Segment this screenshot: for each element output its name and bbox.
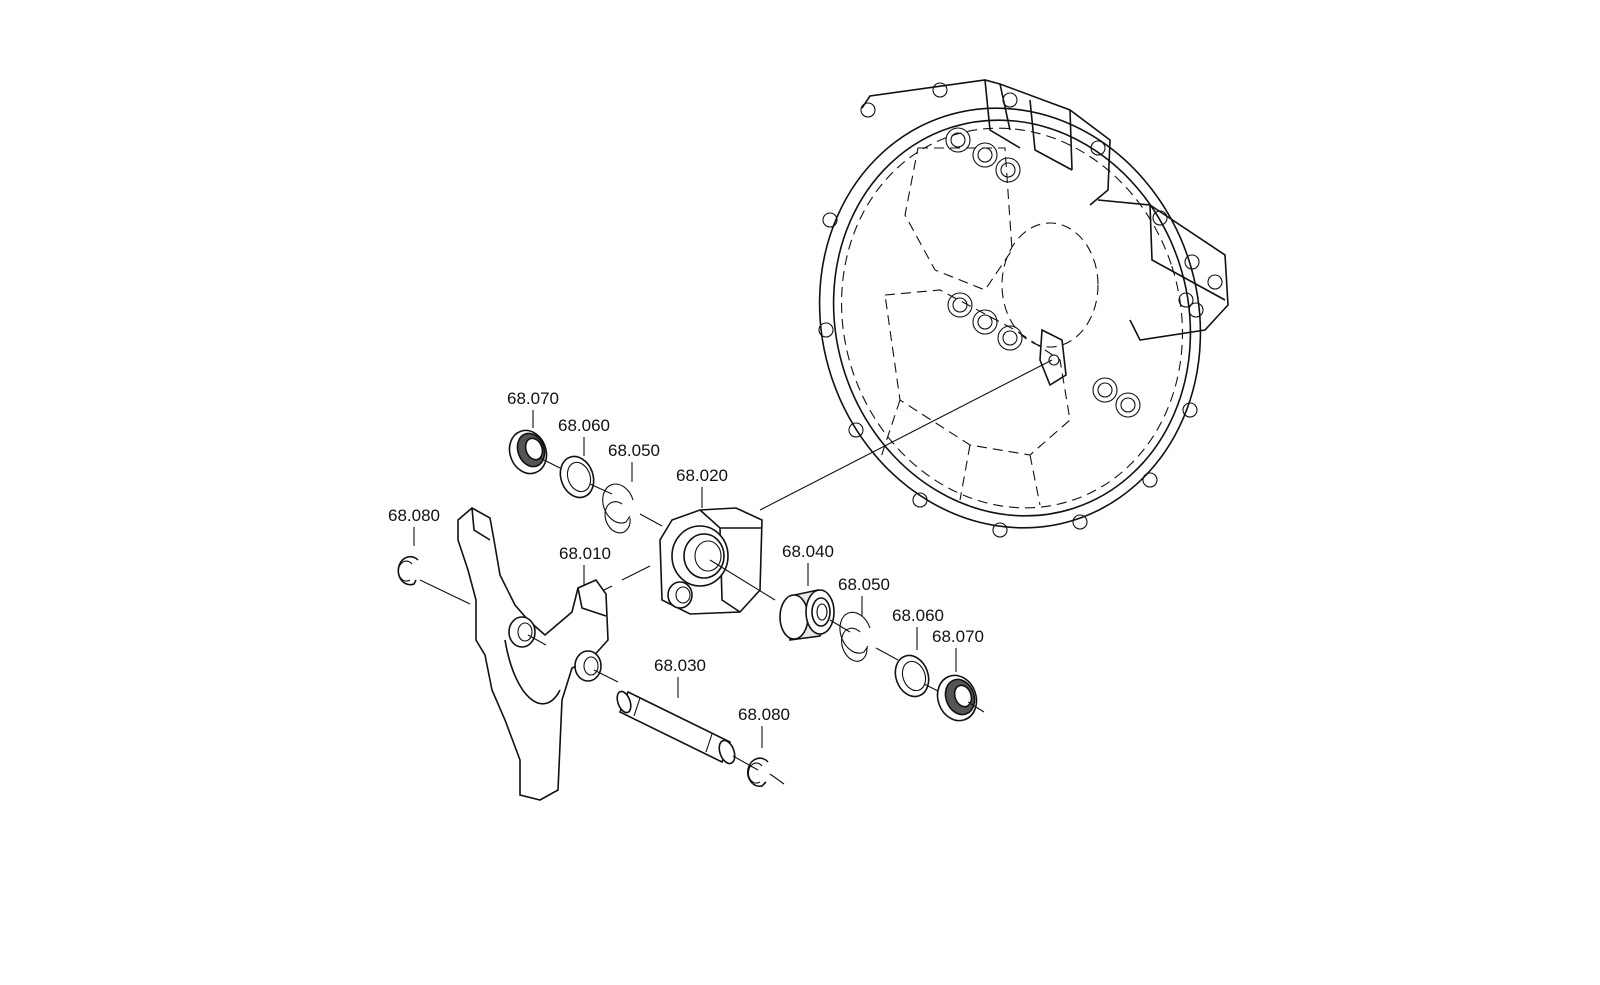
washer-68-060-upper: [559, 455, 613, 499]
circlip-68-050-upper: [602, 483, 663, 534]
callout-68-040: 68.040: [782, 542, 834, 561]
callout-68-080-right: 68.080: [738, 705, 790, 724]
bearing-block-68-020: [659, 507, 776, 615]
assembly-axis-line: [759, 359, 1053, 511]
callout-68-060-lower: 68.060: [892, 606, 944, 625]
bearing-68-040: [779, 589, 851, 641]
callout-68-070-upper: 68.070: [507, 389, 559, 408]
seal-68-070-upper: [508, 429, 561, 475]
link-line: [621, 565, 651, 581]
washer-68-060-lower: [894, 654, 945, 698]
pin-68-030: [616, 690, 759, 771]
circlip-68-080-right: [747, 757, 785, 788]
callout-68-080-left: 68.080: [388, 506, 440, 525]
callout-68-010: 68.010: [559, 544, 611, 563]
release-fork-68-010: [419, 507, 619, 801]
callout-labels: 68.070 68.060 68.050 68.020 68.080 68.01…: [388, 389, 984, 724]
circlip-68-080-left: [397, 555, 419, 586]
circlip-68-050-lower: [839, 611, 899, 662]
seal-68-070-lower: [936, 674, 985, 722]
clutch-housing: [818, 79, 1229, 538]
callout-68-050-upper: 68.050: [608, 441, 660, 460]
callout-68-060-upper: 68.060: [558, 416, 610, 435]
callout-leaders: [413, 410, 957, 748]
callout-68-020: 68.020: [676, 466, 728, 485]
callout-68-070-lower: 68.070: [932, 627, 984, 646]
callout-68-050-lower: 68.050: [838, 575, 890, 594]
callout-68-030: 68.030: [654, 656, 706, 675]
